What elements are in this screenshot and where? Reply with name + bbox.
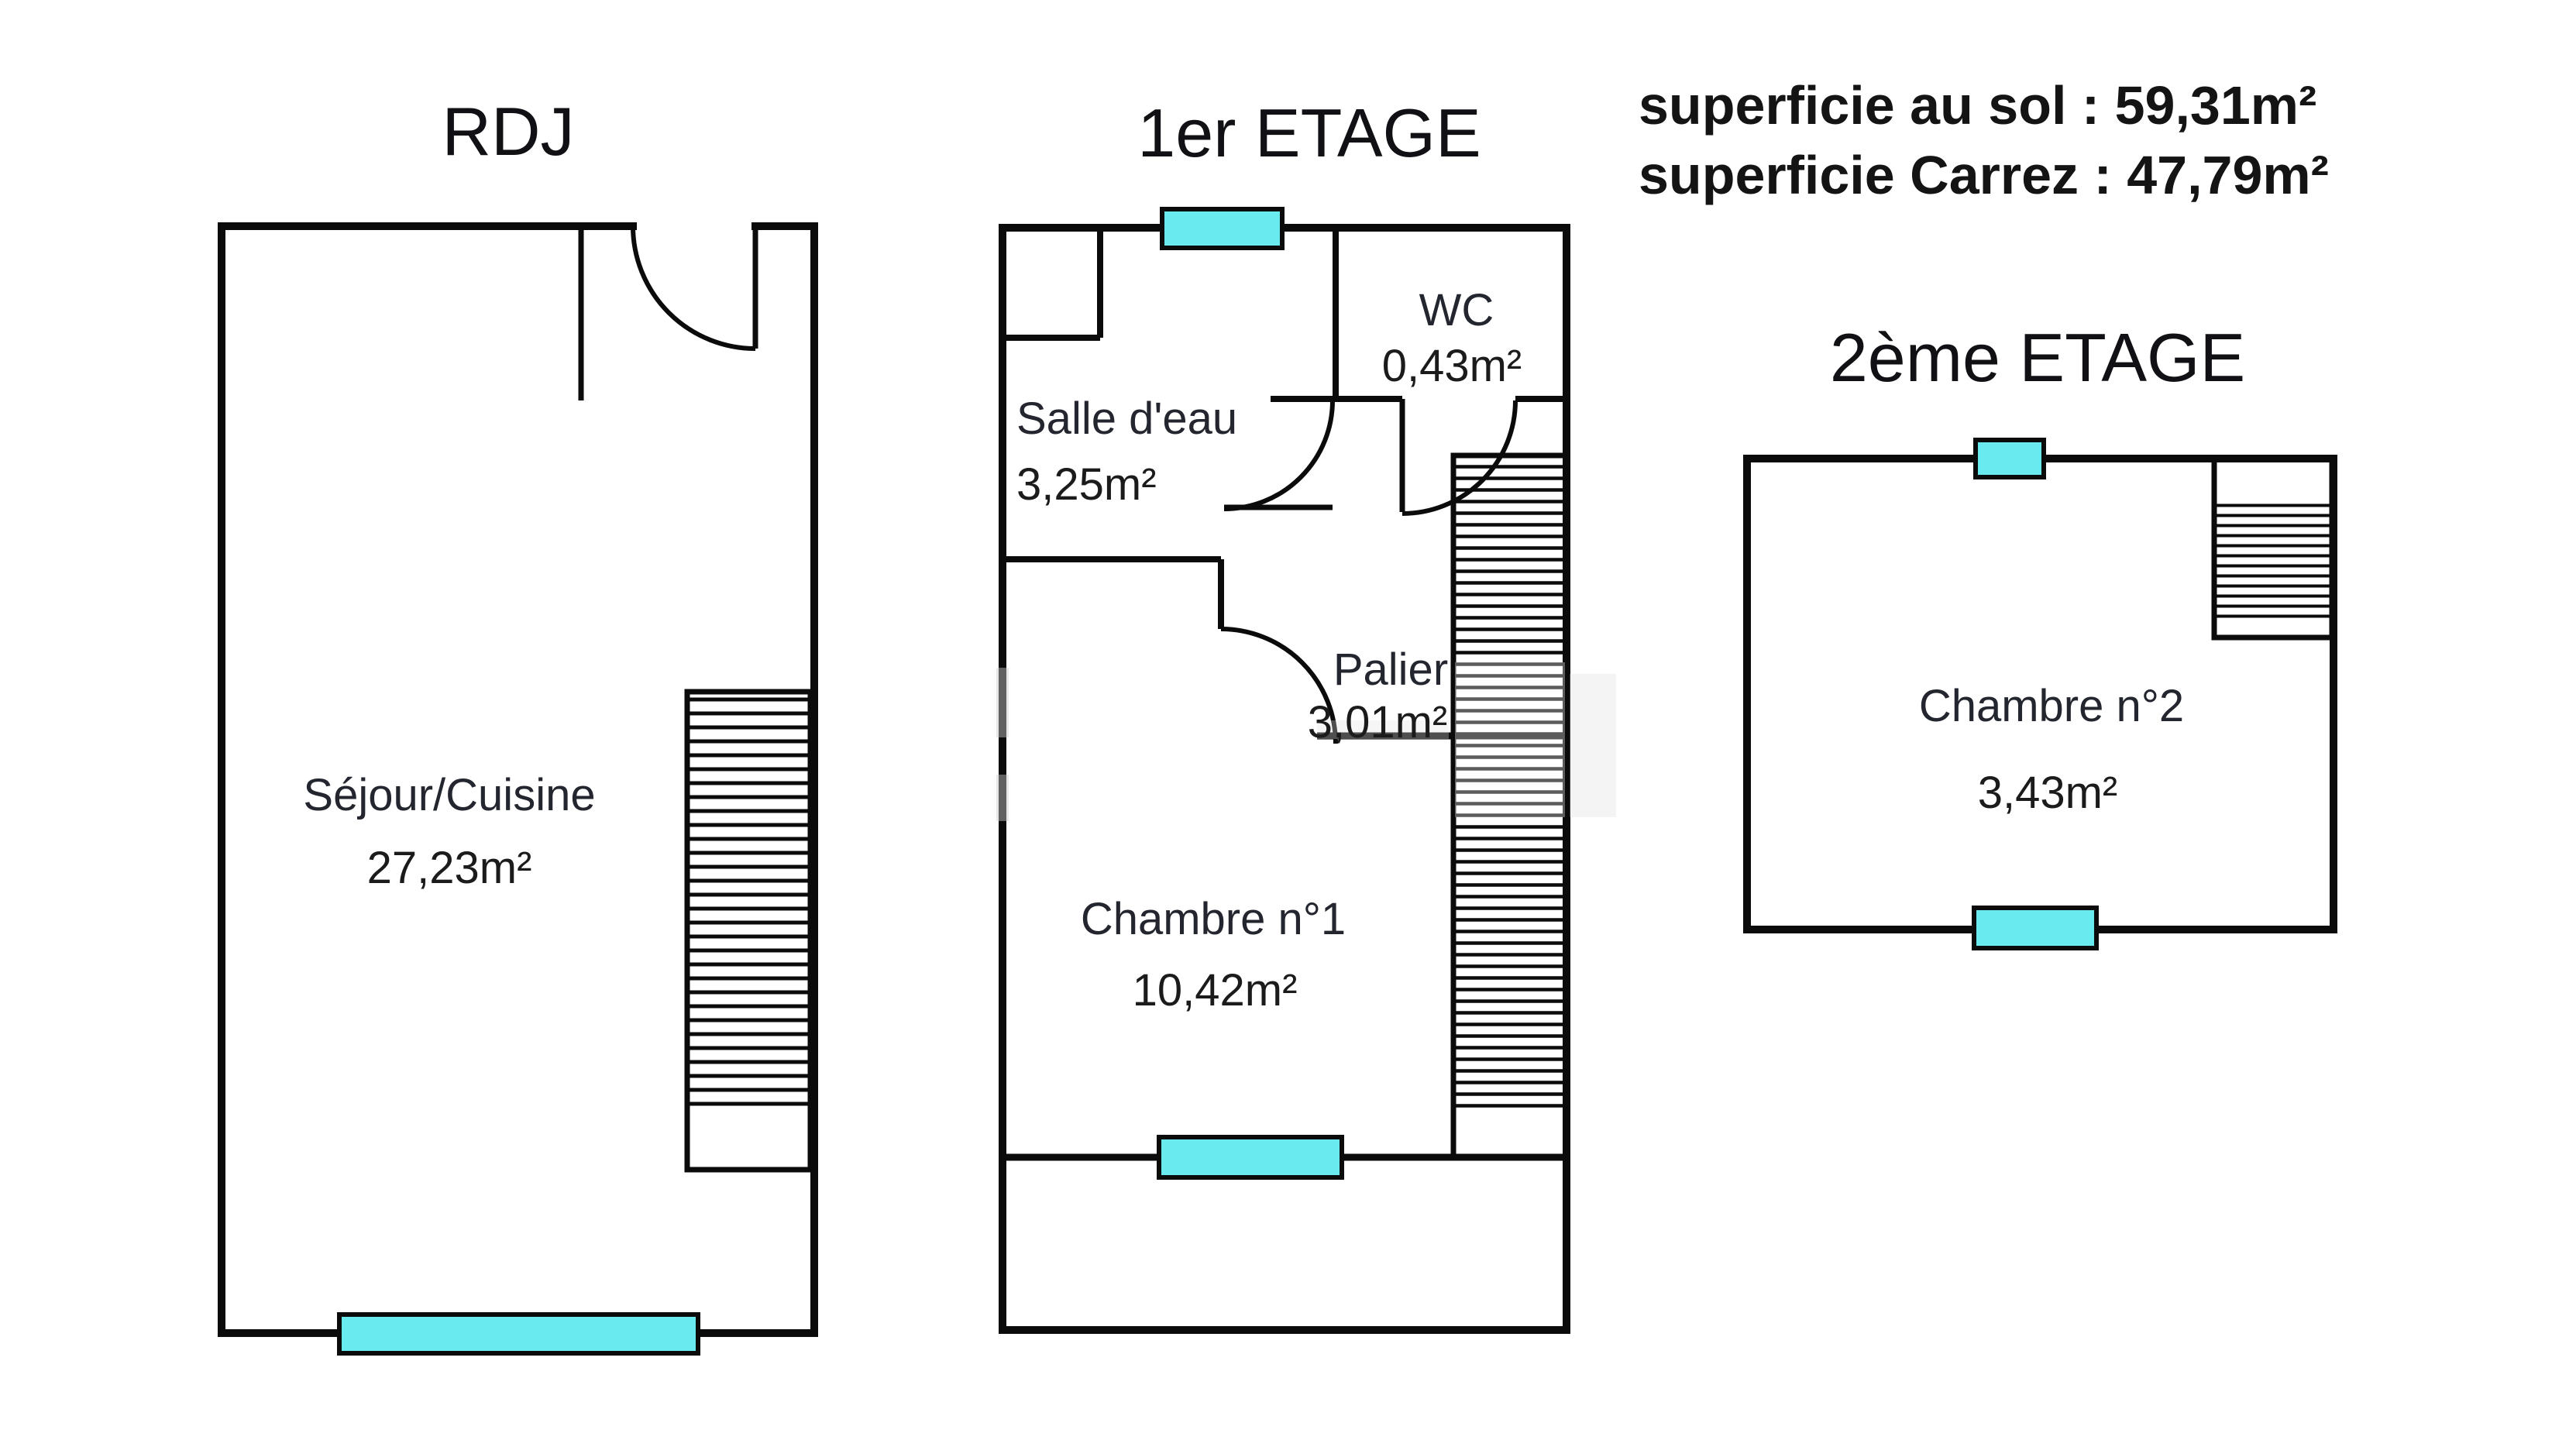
room-label-wc: WC bbox=[1419, 285, 1494, 335]
etage1-staircase bbox=[1450, 452, 1570, 1160]
rdj-stair-treads bbox=[687, 692, 810, 1112]
etage1-stair-outline bbox=[1450, 452, 1570, 1160]
room-area-chambre1: 10,42m² bbox=[1133, 965, 1298, 1016]
room-label-palier: Palier bbox=[1333, 644, 1448, 695]
etage2-staircase bbox=[2211, 455, 2335, 641]
surface-carrez-text: superficie Carrez : 47,79m² bbox=[1639, 145, 2329, 205]
palier-door-swing-arc bbox=[1220, 627, 1338, 744]
rdj-window bbox=[337, 1312, 700, 1356]
etage2-stair-outline bbox=[2211, 455, 2335, 641]
etage2-bottom-window bbox=[1972, 906, 2099, 950]
floor-plan-rdj: RDJ Séjour/Cuisine 27,23m² bbox=[218, 93, 818, 1356]
rdj-staircase bbox=[684, 689, 813, 1173]
room-label-chambre2: Chambre n°2 bbox=[1919, 681, 2184, 731]
etage2-title: 2ème ETAGE bbox=[1830, 319, 2245, 396]
room-area-sejour-cuisine: 27,23m² bbox=[367, 843, 532, 893]
room-area-chambre2: 3,43m² bbox=[1978, 768, 2118, 818]
etage1-top-window bbox=[1160, 207, 1285, 250]
room-area-salle-eau: 3,25m² bbox=[1016, 459, 1157, 510]
floor-plan-etage1: 1er ETAGE bbox=[996, 95, 1616, 1334]
room-label-chambre1: Chambre n°1 bbox=[1081, 894, 1346, 944]
surface-summary: superficie au sol : 59,31m² superficie C… bbox=[1639, 75, 2329, 205]
rdj-entry-door-swing-arc bbox=[631, 225, 756, 351]
rdj-title: RDJ bbox=[442, 93, 574, 170]
etage1-bottom-window bbox=[1157, 1135, 1344, 1180]
rdj-stair-outline bbox=[684, 689, 813, 1173]
floor-plan-etage2: 2ème ETAGE Chambre n°2 3,43m² bbox=[1743, 319, 2337, 950]
etage2-stair-treads bbox=[2214, 503, 2332, 618]
watermark bbox=[996, 662, 1616, 821]
salle-eau-door-swing-arc bbox=[1223, 400, 1335, 511]
room-label-salle-eau: Salle d'eau bbox=[1016, 394, 1237, 444]
room-area-palier: 3,01m² bbox=[1308, 697, 1448, 747]
room-area-wc: 0,43m² bbox=[1382, 341, 1522, 391]
surface-au-sol-text: superficie au sol : 59,31m² bbox=[1639, 75, 2316, 136]
room-label-sejour-cuisine: Séjour/Cuisine bbox=[303, 770, 595, 820]
etage1-title: 1er ETAGE bbox=[1137, 95, 1481, 171]
etage2-top-window bbox=[1973, 438, 2046, 479]
etage1-stair-treads bbox=[1453, 455, 1567, 1109]
